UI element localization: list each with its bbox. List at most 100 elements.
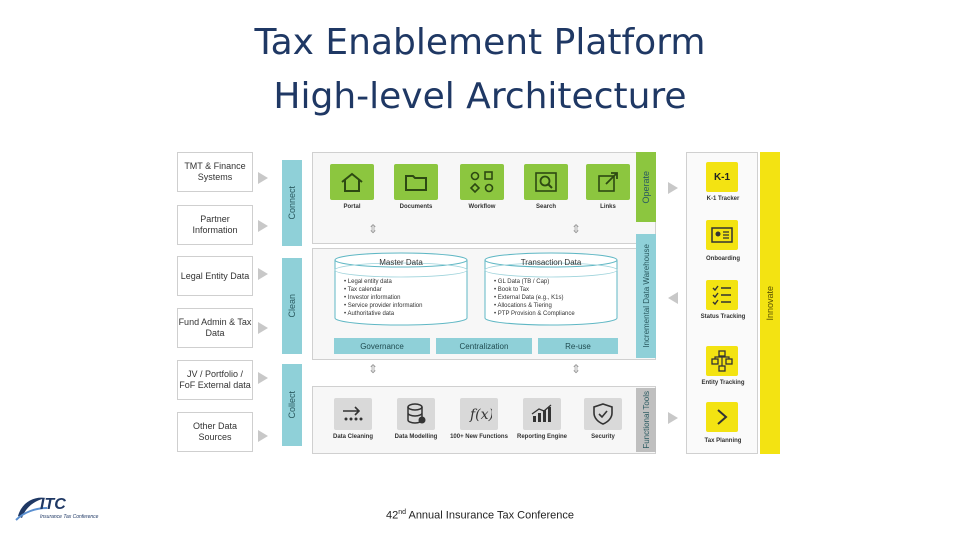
arrow-right-icon: [668, 182, 678, 194]
stage-collect: Collect: [282, 364, 302, 446]
arrow-right-icon: [668, 412, 678, 424]
status-tracking-label: Status Tracking: [700, 314, 746, 320]
workflow-label: Workflow: [468, 204, 496, 210]
reporting-engine-label: Reporting Engine: [517, 434, 567, 440]
workflow-tile: [460, 164, 504, 200]
list-item: Authoritative data: [344, 310, 422, 318]
footer-text: Annual Insurance Tax Conference: [406, 509, 574, 522]
governance-bar: Governance: [334, 338, 430, 354]
svg-text:f(x): f(x): [469, 407, 492, 423]
data-cleaning-label: Data Cleaning: [332, 434, 373, 440]
external-link-icon: [598, 172, 618, 192]
double-arrow-icon: ⇕: [368, 222, 379, 236]
master-data-list: Legal entity data Tax calendar Investor …: [344, 278, 422, 318]
bar-chart-icon: [531, 404, 552, 422]
security-label: Security: [591, 434, 615, 440]
source-fund-admin: Fund Admin & Tax Data: [177, 308, 253, 348]
warehouse-bar: Incremental Data Warehouse: [636, 234, 656, 358]
list-item: Tax calendar: [344, 286, 422, 294]
stage-clean-label: Clean: [287, 294, 297, 318]
shield-icon: [593, 403, 613, 425]
links-label: Links: [600, 204, 616, 210]
onboarding-tile: [706, 220, 738, 250]
status-tracking-tile: [706, 280, 738, 310]
documents-label: Documents: [399, 204, 433, 210]
links-tile: [586, 164, 630, 200]
source-other-data: Other Data Sources: [177, 412, 253, 452]
stage-connect: Connect: [282, 160, 302, 246]
reporting-engine-tile: [523, 398, 561, 430]
transaction-data-title: Transaction Data: [520, 258, 582, 267]
footer: 42nd Annual Insurance Tax Conference: [0, 509, 960, 522]
itc-logo: ITC Insurance Tax Conference: [14, 494, 114, 524]
arrow-right-icon: [258, 268, 268, 280]
arrow-right-icon: [258, 220, 268, 232]
data-cleaning-tile: [334, 398, 372, 430]
logo-swoosh-icon: [15, 497, 48, 521]
folder-icon: [405, 175, 427, 191]
transaction-data-cylinder: Transaction Data GL Data (TB / Cap) Book…: [484, 252, 618, 326]
list-item: Allocations & Tiering: [494, 302, 575, 310]
onboarding-label: Onboarding: [706, 256, 740, 262]
tax-planning-tile: [706, 402, 738, 432]
security-tile: [584, 398, 622, 430]
operate-label: Operate: [641, 170, 651, 204]
org-chart-icon: [711, 350, 733, 372]
arrow-left-icon: [668, 292, 678, 304]
arrow-right-icon: [258, 172, 268, 184]
checklist-icon: [712, 285, 731, 306]
source-legal-entity-data: Legal Entity Data: [177, 256, 253, 296]
entity-tracking-label: Entity Tracking: [701, 380, 745, 386]
list-item: Investor information: [344, 294, 422, 302]
logo-tagline: Insurance Tax Conference: [40, 514, 99, 520]
footer-ordinal: 42: [385, 509, 399, 522]
stage-clean: Clean: [282, 258, 302, 354]
innovate-bar: Innovate: [760, 152, 780, 454]
data-modelling-label: Data Modelling: [394, 434, 438, 440]
page-title-line2: High-level Architecture: [273, 76, 687, 117]
double-arrow-icon: ⇕: [571, 222, 582, 236]
operate-bar: Operate: [636, 152, 656, 222]
list-item: Legal entity data: [344, 278, 422, 286]
list-item: Service provider information: [344, 302, 423, 310]
list-item: PTP Provision & Compliance: [494, 310, 575, 318]
arrow-right-icon: [258, 430, 268, 442]
portal-tile: [330, 164, 374, 200]
search-icon: [535, 172, 557, 192]
search-label: Search: [535, 204, 556, 210]
new-functions-tile: f(x): [460, 398, 498, 430]
new-functions-label: 100+ New Functions: [450, 434, 508, 440]
id-card-icon: [711, 227, 733, 243]
arrow-right-icon: [258, 372, 268, 384]
tax-planning-label: Tax Planning: [704, 438, 742, 444]
workflow-icon: [469, 171, 494, 194]
master-data-cylinder: Master Data Legal entity data Tax calend…: [334, 252, 468, 326]
source-tmt-finance: TMT & Finance Systems: [177, 152, 253, 192]
page-title-line1: Tax Enablement Platform: [254, 22, 706, 63]
search-tile: [524, 164, 568, 200]
reuse-bar: Re-use: [538, 338, 618, 354]
arrow-right-icon: [258, 322, 268, 334]
portal-label: Portal: [343, 204, 361, 210]
documents-tile: [394, 164, 438, 200]
functional-label: Functional Tools: [641, 391, 651, 449]
list-item: GL Data (TB / Cap): [494, 278, 575, 286]
double-arrow-icon: ⇕: [571, 362, 582, 376]
double-arrow-icon: ⇕: [368, 362, 379, 376]
logo-name: ITC: [40, 496, 66, 513]
list-item: Book to Tax: [494, 286, 575, 294]
data-modelling-tile: [397, 398, 435, 430]
innovate-label: Innovate: [765, 285, 775, 321]
k1-tracker-label: K-1 Tracker: [706, 196, 740, 202]
centralization-bar: Centralization: [436, 338, 532, 354]
list-item: External Data (e.g., K1s): [494, 294, 575, 302]
stage-collect-label: Collect: [287, 391, 297, 419]
database-icon: [407, 403, 426, 424]
chevron-right-icon: [717, 409, 728, 425]
house-icon: [341, 172, 363, 192]
source-jv-portfolio: JV / Portfolio / FoF External data: [177, 360, 253, 400]
k1-tracker-tile: K-1: [706, 162, 738, 192]
master-data-title: Master Data: [379, 258, 423, 267]
k1-icon: K-1: [713, 171, 731, 183]
warehouse-label: Incremental Data Warehouse: [641, 244, 651, 348]
